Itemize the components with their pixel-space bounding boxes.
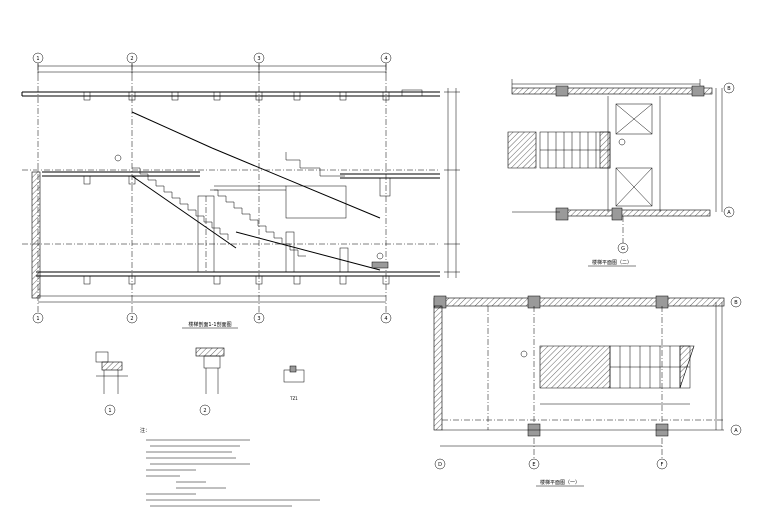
svg-text:B: B (734, 300, 738, 306)
svg-text:1: 1 (108, 408, 111, 414)
detail-tz1: TZ1 (283, 365, 305, 401)
general-notes: 注： (140, 427, 320, 507)
plan-upper-axis-G: G (617, 242, 629, 254)
section-axis-1-top: 1 (32, 52, 44, 64)
svg-text:G: G (621, 246, 625, 252)
svg-text:1: 1 (36, 316, 39, 322)
plan-lower-axis-F: F (656, 458, 668, 470)
svg-text:2: 2 (130, 316, 133, 322)
svg-text:A: A (734, 428, 738, 434)
plan-lower-title: 楼梯平面图（一） (540, 479, 580, 486)
svg-text:TZ1: TZ1 (289, 396, 298, 401)
svg-text:2: 2 (203, 408, 206, 414)
plan-lower-axis-A: A (730, 424, 742, 436)
notes-heading: 注： (140, 427, 150, 434)
svg-text:B: B (727, 86, 731, 92)
section-axis-4-top: 4 (380, 52, 392, 64)
plan-lower: B A D E F 楼梯平面图（一） (433, 295, 742, 487)
plan-lower-axis-B: B (730, 296, 742, 308)
svg-text:4: 4 (384, 56, 387, 62)
section-axis-2-bottom: 2 (126, 312, 138, 324)
plan-upper: B A G 楼梯平面图（二） (507, 79, 735, 267)
section-view: 1 2 3 4 (21, 52, 460, 329)
section-axis-1-bottom: 1 (32, 312, 44, 324)
svg-text:2: 2 (130, 56, 133, 62)
plan-upper-axis-B: B (723, 82, 735, 94)
svg-text:E: E (532, 462, 535, 468)
detail-1: 1 (95, 351, 128, 416)
section-axis-2-top: 2 (126, 52, 138, 64)
svg-text:A: A (727, 210, 731, 216)
svg-text:3: 3 (257, 316, 260, 322)
section-axis-3-top: 3 (253, 52, 265, 64)
plan-upper-axis-A: A (723, 206, 735, 218)
svg-text:4: 4 (384, 316, 387, 322)
svg-text:3: 3 (257, 56, 260, 62)
plan-lower-axis-E: E (528, 458, 540, 470)
svg-text:D: D (438, 462, 442, 468)
plan-upper-title: 楼梯平面图（二） (592, 259, 632, 266)
section-axis-3-bottom: 3 (253, 312, 265, 324)
svg-text:1: 1 (36, 56, 39, 62)
section-axis-4-bottom: 4 (380, 312, 392, 324)
section-title: 楼梯剖面1-1剖面图 (188, 321, 231, 328)
detail-2: 2 (195, 347, 225, 416)
svg-text:F: F (661, 462, 664, 468)
plan-lower-axis-D: D (434, 458, 446, 470)
